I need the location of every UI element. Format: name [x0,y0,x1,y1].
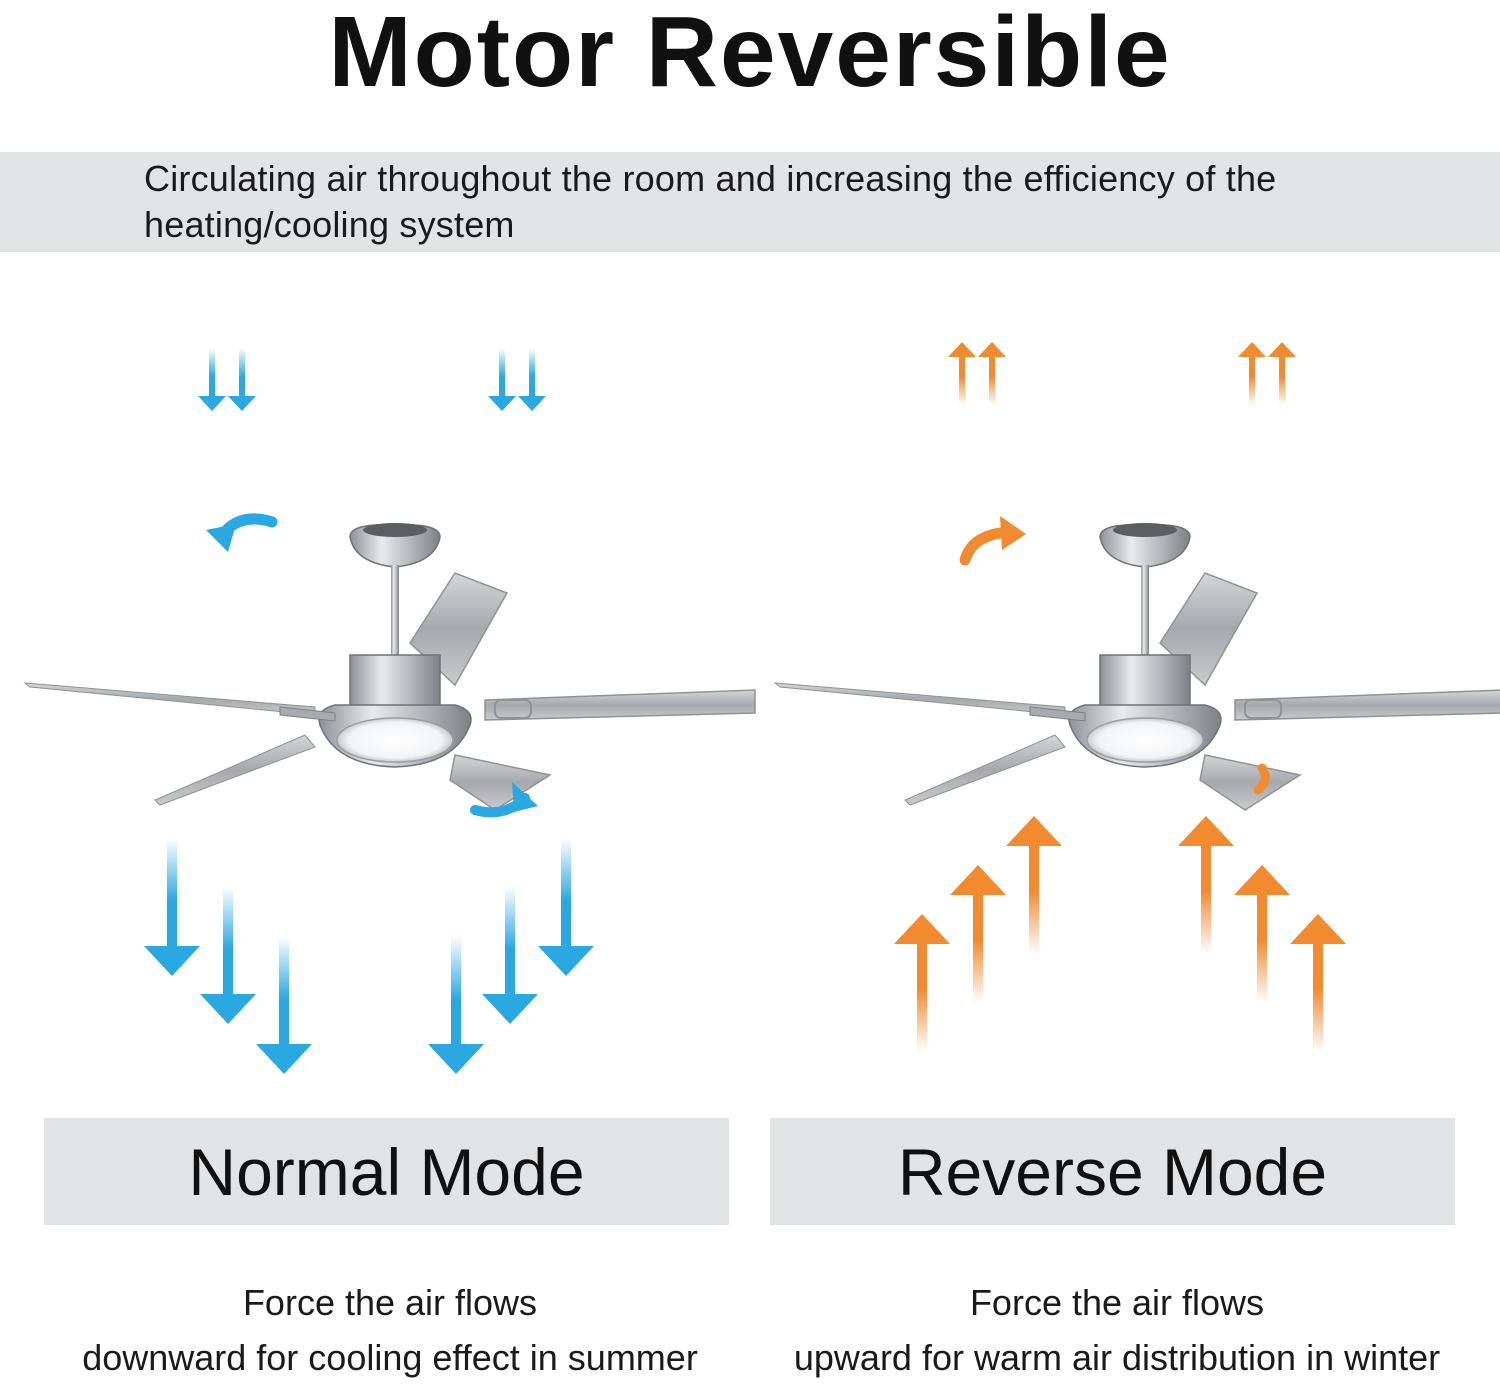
rotate-arrow-lower-normal [470,782,538,818]
rotate-clockwise-icon [959,516,1026,566]
rotate-counterclockwise-icon [206,513,278,552]
normal-desc-line1: Force the air flows [242,1282,538,1323]
banner-text: Circulating air throughout the room and … [144,158,1277,245]
normal-mode-label: Normal Mode [44,1118,729,1225]
normal-top-arrows [198,348,546,411]
info-banner [0,152,1500,252]
ceiling-fan-reverse [774,522,1500,811]
page-title: Motor Reversible [328,0,1172,108]
ceiling-fan-normal [24,522,756,811]
rotate-arrow-lower-reverse [1253,763,1270,795]
reverse-upward-arrows [894,816,1346,1052]
normal-desc-line2: downward for cooling effect in summer [82,1337,698,1378]
reverse-desc-line1: Force the air flows [969,1282,1265,1323]
reverse-desc-line2: upward for warm air distribution in wint… [793,1337,1441,1378]
normal-mode-description: Force the air flows downward for cooling… [40,1275,740,1385]
reverse-top-arrows [948,342,1296,405]
normal-downward-arrows [144,838,594,1074]
reverse-mode-description: Force the air flows upward for warm air … [752,1275,1482,1385]
illustration [24,342,1500,1074]
reverse-mode-label: Reverse Mode [770,1118,1455,1225]
